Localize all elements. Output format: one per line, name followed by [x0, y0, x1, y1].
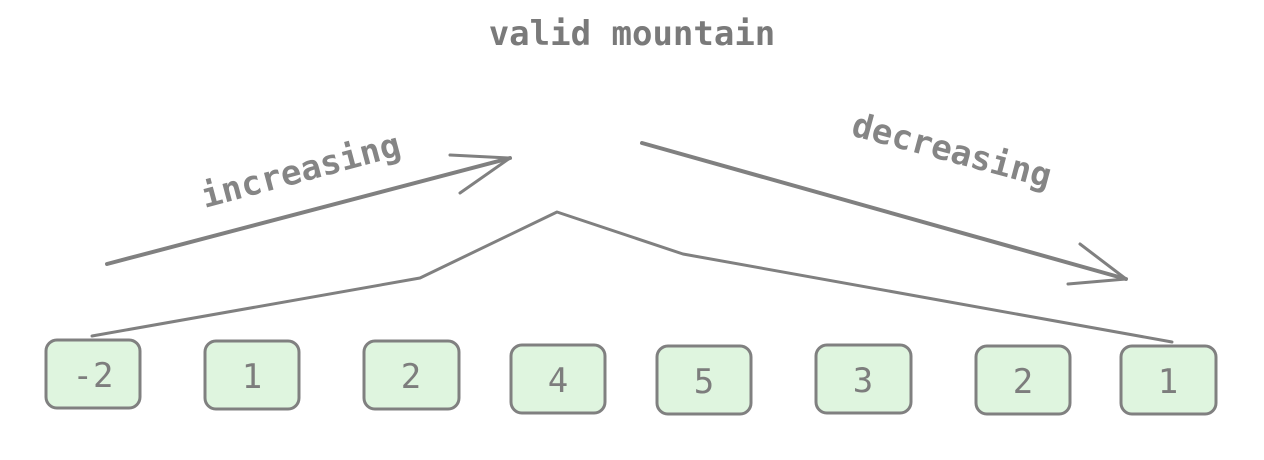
array-cell-value: 2 — [1013, 362, 1033, 402]
array-cell-value: 5 — [694, 362, 714, 402]
array-cell: 3 — [814, 343, 913, 415]
mountain-profile-line — [90, 210, 1174, 344]
array-cell: -2 — [44, 338, 142, 410]
array-cell: 2 — [362, 339, 461, 411]
array-cell-value: 2 — [401, 357, 421, 397]
array-cell: 2 — [974, 344, 1072, 416]
array-cell: 4 — [509, 343, 607, 415]
array-cell-value: 3 — [853, 361, 873, 401]
diagram-title: valid mountain — [489, 14, 776, 54]
array-cell-value: 1 — [242, 357, 262, 397]
array-cell-value: -2 — [73, 356, 114, 396]
array-cell: 5 — [655, 344, 753, 416]
decreasing-label: decreasing — [848, 105, 1056, 197]
increasing-label: increasing — [197, 125, 405, 217]
decreasing-arrow — [640, 141, 1128, 286]
array-cells: -2 1 2 4 5 3 2 1 — [44, 338, 1218, 416]
array-cell-value: 1 — [1158, 362, 1178, 402]
array-cell: 1 — [1119, 344, 1218, 416]
array-cell-value: 4 — [548, 361, 568, 401]
increasing-arrow — [105, 153, 512, 266]
array-cell: 1 — [203, 339, 301, 411]
